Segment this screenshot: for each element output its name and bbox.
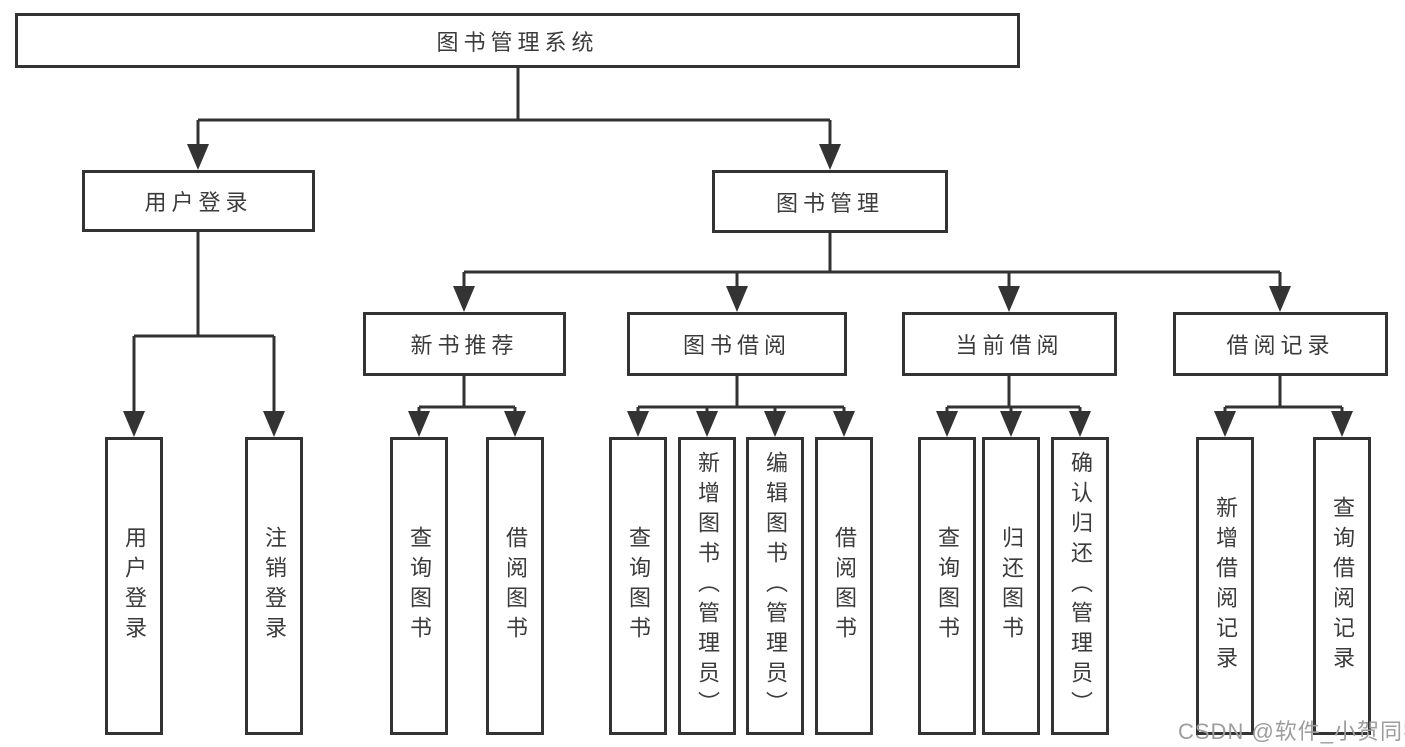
leaf-query-books-borrowing-label: 查询图书 bbox=[626, 526, 651, 646]
connector-current-borrowing-to-leaves bbox=[936, 376, 1091, 437]
leaf-borrow-books-recommend-label: 借阅图书 bbox=[503, 526, 528, 646]
node-new-book-recommend: 新书推荐 bbox=[363, 312, 566, 376]
connector-user-login-to-leaves bbox=[123, 232, 285, 437]
leaf-add-book-admin-label: 新增图书（管理员） bbox=[695, 451, 720, 721]
leaf-borrow-books-recommend: 借阅图书 bbox=[486, 437, 544, 735]
leaf-user-login: 用户登录 bbox=[105, 437, 163, 735]
node-library-management-system: 图书管理系统 bbox=[15, 13, 1020, 68]
leaf-confirm-return-admin: 确认归还（管理员） bbox=[1051, 437, 1109, 735]
node-user-login: 用户登录 bbox=[82, 170, 315, 232]
leaf-return-books: 归还图书 bbox=[982, 437, 1040, 735]
connector-book-management-to-level3 bbox=[453, 233, 1291, 312]
csdn-watermark: CSDN @软件_小贺同学 bbox=[1178, 719, 1405, 744]
leaf-query-books-borrowing: 查询图书 bbox=[609, 437, 667, 735]
leaf-edit-book-admin-label: 编辑图书（管理员） bbox=[763, 451, 788, 721]
leaf-logout: 注销登录 bbox=[245, 437, 303, 735]
connector-root-to-level2 bbox=[187, 68, 841, 170]
node-current-borrowing: 当前借阅 bbox=[902, 312, 1117, 376]
leaf-query-borrow-record: 查询借阅记录 bbox=[1313, 437, 1371, 735]
node-book-borrowing: 图书借阅 bbox=[627, 312, 847, 376]
leaf-query-books-recommend-label: 查询图书 bbox=[407, 526, 432, 646]
leaf-add-borrow-record: 新增借阅记录 bbox=[1196, 437, 1254, 735]
connector-borrowing-records-to-leaves bbox=[1214, 376, 1353, 437]
leaf-add-book-admin: 新增图书（管理员） bbox=[678, 437, 736, 735]
connector-new-book-recommend-to-leaves bbox=[408, 376, 526, 437]
node-book-management: 图书管理 bbox=[712, 170, 948, 233]
leaf-edit-book-admin: 编辑图书（管理员） bbox=[746, 437, 804, 735]
leaf-confirm-return-admin-label: 确认归还（管理员） bbox=[1068, 451, 1093, 721]
leaf-query-books-current: 查询图书 bbox=[918, 437, 976, 735]
node-borrowing-records: 借阅记录 bbox=[1173, 312, 1388, 376]
leaf-query-borrow-record-label: 查询借阅记录 bbox=[1330, 496, 1355, 676]
leaf-query-books-recommend: 查询图书 bbox=[390, 437, 448, 735]
leaf-borrow-books-borrowing: 借阅图书 bbox=[815, 437, 873, 735]
leaf-query-books-current-label: 查询图书 bbox=[935, 526, 960, 646]
leaf-add-borrow-record-label: 新增借阅记录 bbox=[1213, 496, 1238, 676]
leaf-borrow-books-borrowing-label: 借阅图书 bbox=[832, 526, 857, 646]
connector-book-borrowing-to-leaves bbox=[627, 376, 855, 437]
leaf-logout-label: 注销登录 bbox=[262, 526, 287, 646]
leaf-user-login-label: 用户登录 bbox=[122, 526, 147, 646]
leaf-return-books-label: 归还图书 bbox=[999, 526, 1024, 646]
